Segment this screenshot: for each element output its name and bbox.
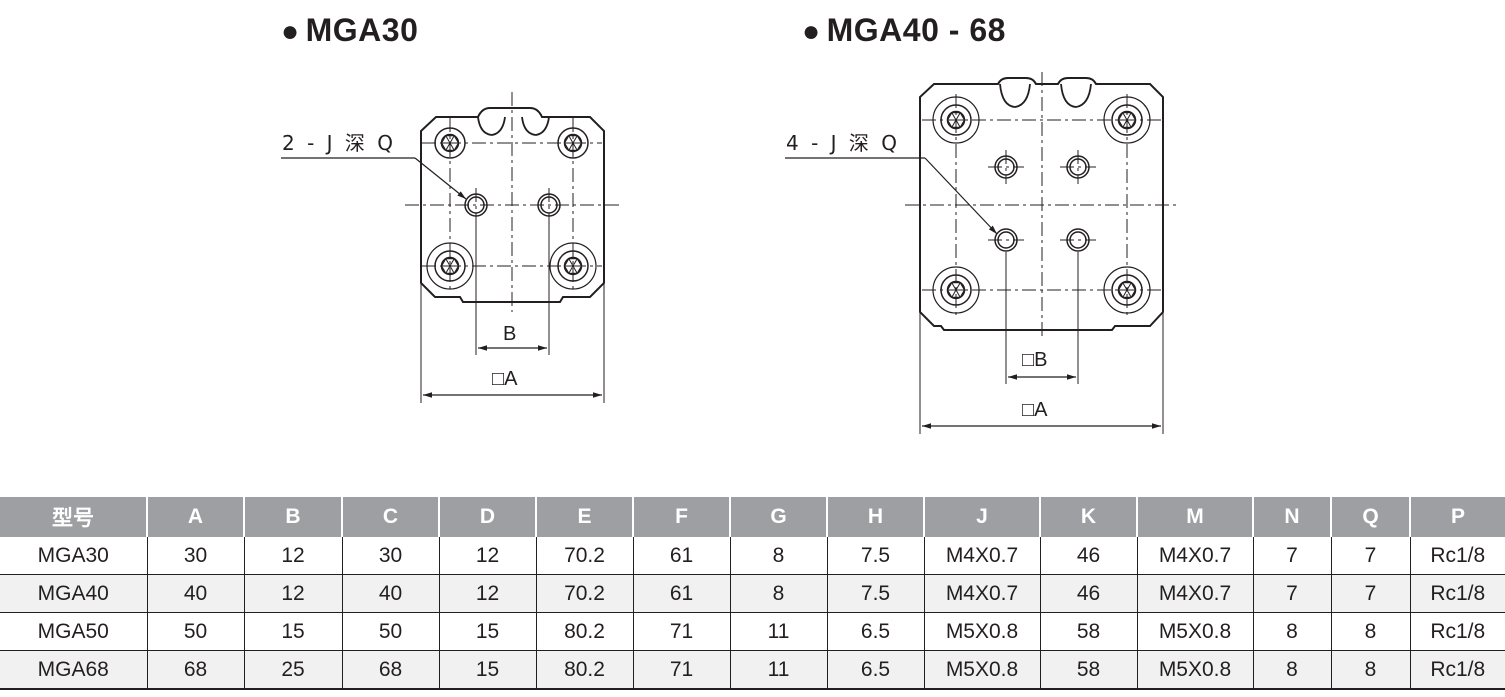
table-cell: 58 bbox=[1040, 612, 1138, 651]
column-header: G bbox=[730, 497, 828, 537]
dimension-b-label: □B bbox=[1022, 349, 1047, 371]
table-row: MGA40 40 12 40 12 70.2 61 8 7.5 M4X0.7 4… bbox=[0, 574, 1505, 613]
table-cell: 11 bbox=[730, 612, 828, 651]
dimension-a-label: □A bbox=[492, 368, 518, 390]
table-cell: 15 bbox=[439, 650, 537, 690]
table-cell: 7 bbox=[1331, 574, 1411, 613]
table-cell: 68 bbox=[147, 650, 245, 690]
table-cell: 71 bbox=[633, 612, 731, 651]
column-header: N bbox=[1253, 497, 1332, 537]
table-cell: 25 bbox=[244, 650, 343, 690]
table-cell: MGA40 bbox=[0, 574, 148, 613]
table-cell: 70.2 bbox=[536, 537, 634, 575]
table-cell: 8 bbox=[730, 537, 828, 575]
table-cell: Rc1/8 bbox=[1410, 612, 1505, 651]
table-cell: M4X0.7 bbox=[1137, 537, 1254, 575]
table-cell: 7 bbox=[1331, 537, 1411, 575]
column-header: E bbox=[536, 497, 634, 537]
table-cell: 6.5 bbox=[827, 650, 925, 690]
table-cell: 46 bbox=[1040, 574, 1138, 613]
column-header: J bbox=[924, 497, 1041, 537]
table-cell: 7.5 bbox=[827, 537, 925, 575]
table-cell: 40 bbox=[147, 574, 245, 613]
callout-label-mga40-68: 4 - J 深 Q bbox=[786, 131, 900, 155]
table-cell: 8 bbox=[1331, 650, 1411, 690]
technical-drawings: 2 - J 深 Q B □A bbox=[281, 72, 1180, 434]
table-cell: 6.5 bbox=[827, 612, 925, 651]
table-row: MGA30 30 12 30 12 70.2 61 8 7.5 M4X0.7 4… bbox=[0, 537, 1505, 575]
table-cell: M5X0.8 bbox=[1137, 650, 1254, 690]
diagram-title-text: MGA40 - 68 bbox=[826, 12, 1006, 48]
table-cell: 7.5 bbox=[827, 574, 925, 613]
table-cell: 12 bbox=[439, 574, 537, 613]
bullet-icon: ● bbox=[802, 15, 821, 48]
callout-label-mga30: 2 - J 深 Q bbox=[282, 131, 396, 155]
table-cell: MGA30 bbox=[0, 537, 148, 575]
table-cell: 70.2 bbox=[536, 574, 634, 613]
table-cell: 30 bbox=[147, 537, 245, 575]
table-cell: 61 bbox=[633, 537, 731, 575]
table-cell: 8 bbox=[1253, 612, 1332, 651]
table-cell: MGA68 bbox=[0, 650, 148, 690]
table-cell: 8 bbox=[1253, 650, 1332, 690]
specification-table: 型号 A B C D E F G H J K M N Q P MGA30 30 … bbox=[0, 497, 1505, 690]
table-cell: 11 bbox=[730, 650, 828, 690]
table-cell: 40 bbox=[342, 574, 440, 613]
column-header: B bbox=[244, 497, 343, 537]
table-cell: 46 bbox=[1040, 537, 1138, 575]
table-cell: 8 bbox=[1331, 612, 1411, 651]
table-cell: 7 bbox=[1253, 574, 1332, 613]
dimension-b-label: B bbox=[503, 323, 516, 345]
table-row: MGA68 68 25 68 15 80.2 71 11 6.5 M5X0.8 … bbox=[0, 650, 1505, 690]
table-cell: 8 bbox=[730, 574, 828, 613]
column-header: K bbox=[1040, 497, 1138, 537]
mga40-68-drawing bbox=[785, 72, 1180, 434]
mga30-drawing bbox=[281, 92, 620, 403]
diagram-title-text: MGA30 bbox=[305, 12, 419, 48]
table-cell: 7 bbox=[1253, 537, 1332, 575]
table-cell: Rc1/8 bbox=[1410, 650, 1505, 690]
table-cell: M4X0.7 bbox=[1137, 574, 1254, 613]
table-cell: 71 bbox=[633, 650, 731, 690]
column-header: D bbox=[439, 497, 537, 537]
table-cell: 12 bbox=[244, 574, 343, 613]
table-cell: M5X0.8 bbox=[924, 650, 1041, 690]
table-cell: 15 bbox=[439, 612, 537, 651]
table-cell: Rc1/8 bbox=[1410, 574, 1505, 613]
table-cell: 50 bbox=[342, 612, 440, 651]
table-cell: 80.2 bbox=[536, 612, 634, 651]
dimension-a-label: □A bbox=[1022, 399, 1048, 421]
column-header: M bbox=[1137, 497, 1254, 537]
table-cell: M5X0.8 bbox=[924, 612, 1041, 651]
column-header: C bbox=[342, 497, 440, 537]
column-header: A bbox=[147, 497, 245, 537]
table-header-row: 型号 A B C D E F G H J K M N Q P bbox=[0, 497, 1505, 537]
table-cell: M5X0.8 bbox=[1137, 612, 1254, 651]
table-cell: 50 bbox=[147, 612, 245, 651]
table-cell: 58 bbox=[1040, 650, 1138, 690]
table-row: MGA50 50 15 50 15 80.2 71 11 6.5 M5X0.8 … bbox=[0, 612, 1505, 651]
column-header: H bbox=[827, 497, 925, 537]
column-header: F bbox=[633, 497, 731, 537]
table-cell: 80.2 bbox=[536, 650, 634, 690]
diagram-title-mga30: ●MGA30 bbox=[281, 12, 418, 49]
table-cell: 15 bbox=[244, 612, 343, 651]
table-cell: M4X0.7 bbox=[924, 574, 1041, 613]
table-cell: 61 bbox=[633, 574, 731, 613]
column-header: 型号 bbox=[0, 497, 148, 537]
table-cell: 30 bbox=[342, 537, 440, 575]
column-header: P bbox=[1410, 497, 1505, 537]
table-cell: 68 bbox=[342, 650, 440, 690]
table-cell: 12 bbox=[439, 537, 537, 575]
table-cell: 12 bbox=[244, 537, 343, 575]
table-cell: MGA50 bbox=[0, 612, 148, 651]
bullet-icon: ● bbox=[281, 15, 300, 48]
table-cell: M4X0.7 bbox=[924, 537, 1041, 575]
diagram-title-mga40-68: ●MGA40 - 68 bbox=[802, 12, 1006, 49]
table-cell: Rc1/8 bbox=[1410, 537, 1505, 575]
column-header: Q bbox=[1331, 497, 1411, 537]
